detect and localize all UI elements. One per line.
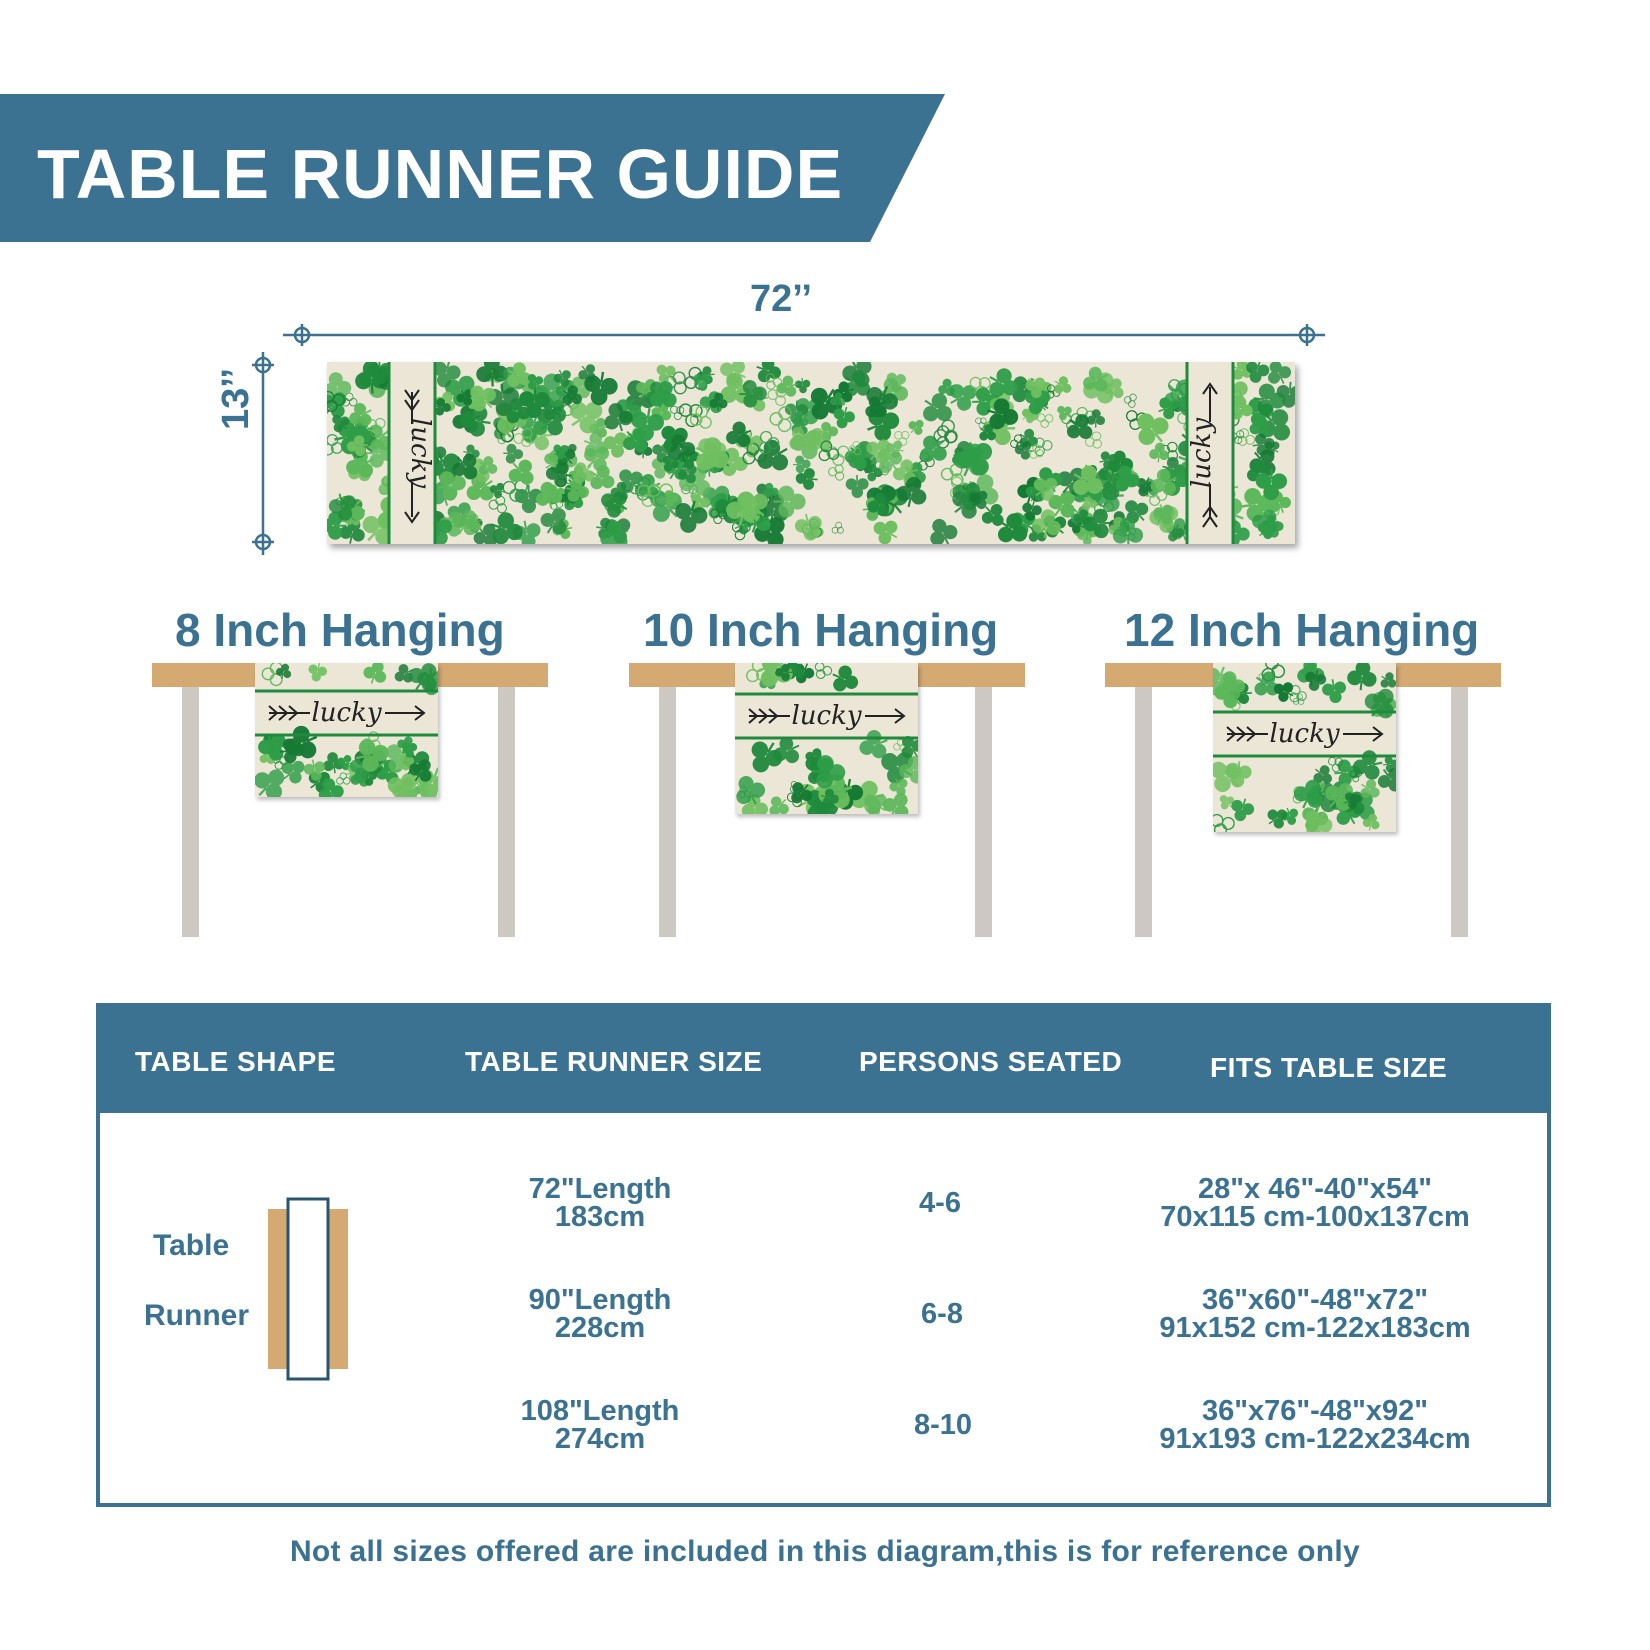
runner-drop-10in: lucky: [729, 646, 929, 830]
fits-size-row3: 36"x76"-48"x92"91x193 cm-122x234cm: [1159, 1395, 1471, 1455]
lucky-text: lucky: [311, 698, 381, 728]
table-runner-shape-icon: [268, 1197, 348, 1381]
lucky-text: lucky: [1269, 719, 1339, 749]
table-header-row: TABLE SHAPE TABLE RUNNER SIZE PERSONS SE…: [100, 1007, 1547, 1113]
size-table: TABLE SHAPE TABLE RUNNER SIZE PERSONS SE…: [96, 1003, 1551, 1507]
lucky-text: lucky: [791, 701, 861, 731]
lucky-text-right: lucky: [1187, 382, 1218, 528]
runner-pattern: lucky lucky: [315, 351, 1304, 556]
shape-label-table: Table: [153, 1229, 230, 1262]
header-table-shape: TABLE SHAPE: [135, 1046, 336, 1077]
table-drawing-12in: lucky: [1105, 654, 1501, 938]
header-runner-size: TABLE RUNNER SIZE: [465, 1046, 763, 1077]
runner-drop-8in: lucky: [247, 656, 455, 810]
banner-shape: [0, 94, 945, 242]
table-leg: [1451, 687, 1468, 937]
persons-row3: 8-10: [913, 1409, 973, 1441]
fits-size-row1: 28"x 46"-40"x54"70x115 cm-100x137cm: [1160, 1173, 1470, 1233]
table-drawing-8in: lucky: [152, 656, 548, 938]
runner-drop-12in: lucky: [1199, 654, 1410, 845]
table-leg: [1135, 687, 1152, 937]
table-leg: [498, 687, 515, 937]
table-leg: [659, 687, 676, 937]
fits-size-row2: 36"x60"-48"x72"91x152 cm-122x183cm: [1159, 1284, 1471, 1344]
dimension-lines: [252, 324, 1325, 555]
svg-text:lucky: lucky: [1187, 418, 1217, 488]
page-title: TABLE RUNNER GUIDE: [37, 135, 844, 213]
table-leg: [975, 687, 992, 937]
svg-text:lucky: lucky: [405, 418, 435, 488]
runner-drop-pattern: lucky: [247, 656, 455, 810]
header-fits-table-size: FITS TABLE SIZE: [1210, 1052, 1448, 1083]
persons-row2: 6-8: [921, 1298, 963, 1330]
hanging-label-10in: 10 Inch Hanging: [643, 604, 999, 656]
height-dimension-label: 13’’: [215, 368, 257, 430]
runner-drop-pattern: lucky: [729, 646, 929, 830]
table-drawing-10in: lucky: [629, 646, 1025, 938]
persons-row1: 4-6: [919, 1187, 961, 1219]
footnote: Not all sizes offered are included in th…: [289, 1535, 1361, 1568]
table-leg: [182, 687, 199, 937]
title-banner: TABLE RUNNER GUIDE: [0, 94, 945, 242]
header-persons-seated: PERSONS SEATED: [859, 1046, 1123, 1077]
lucky-text-left: lucky: [404, 389, 435, 524]
table-runner-illustration: lucky lucky: [315, 351, 1304, 556]
hanging-label-8in: 8 Inch Hanging: [175, 604, 505, 656]
width-dimension-label: 72’’: [750, 278, 812, 320]
runner-drop-pattern: lucky: [1199, 654, 1410, 845]
hanging-label-12in: 12 Inch Hanging: [1124, 604, 1480, 656]
shape-label-runner: Runner: [144, 1299, 249, 1332]
